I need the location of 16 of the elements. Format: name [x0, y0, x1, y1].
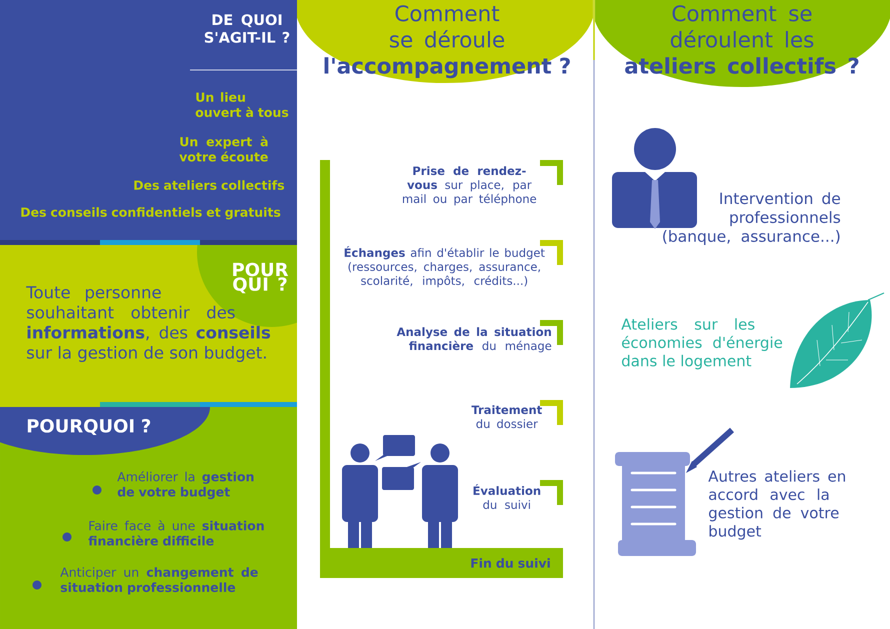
workshop-text: Intervention de professionnels (banque, assurance...)	[663, 192, 840, 245]
feature-text: Des ateliers collectifs	[134, 180, 284, 190]
step-text: Prise de rendez-vous sur place, par mail ou par téléphone	[402, 166, 536, 206]
feature-text: Un expert à votre écoute	[179, 136, 268, 162]
bullet-text: Améliorer la gestion de votre budget	[117, 471, 254, 500]
end-bar: Fin du suivi	[320, 548, 563, 578]
step-text: Analyse de la situation financière du ménage	[396, 327, 552, 352]
bullet-text: Anticiper un changement de situation professionnelle	[60, 567, 258, 594]
bullet-text: Faire face à une situation financière difficile	[88, 520, 264, 546]
step-text: Traitement du dossier	[472, 405, 542, 428]
step-text: Échanges afin d'établir le budget (ressources, charges, assurance, scolarité, impôts, crédits...)	[344, 246, 545, 288]
workshop-text: Autres ateliers en accord avec la gestion de votre budget	[708, 470, 845, 540]
feature-text: Un lieu ouvert à tous	[196, 92, 288, 118]
feature-text: Des conseils confidentiels et gratuits	[21, 207, 280, 220]
workshop-text: Ateliers sur les économies d'énergie dans le logement	[621, 318, 782, 370]
step-text: Évaluation du suivi	[474, 484, 540, 510]
